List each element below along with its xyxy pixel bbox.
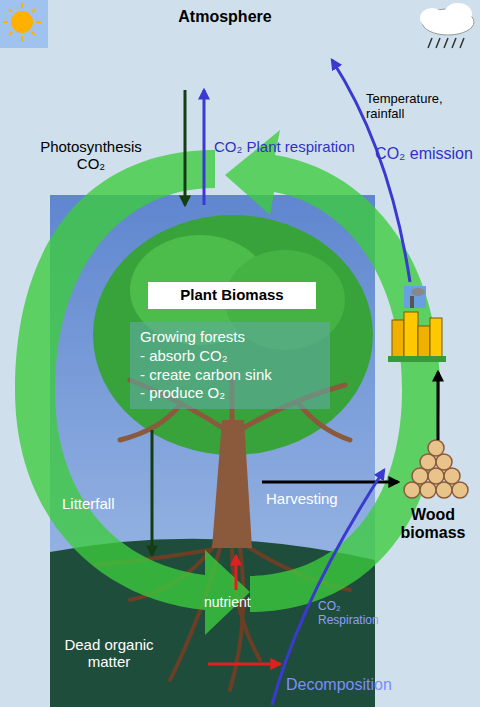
sky-panel — [50, 195, 375, 707]
process-label: Photosynthesis CO₂ — [26, 138, 156, 173]
title-box: Plant Biomass — [148, 282, 316, 309]
process-label: Harvesting — [266, 490, 356, 507]
tree — [93, 215, 373, 548]
process-label: CO₂ Plant respiration — [214, 138, 364, 155]
pool-label: Dead organic matter — [54, 636, 164, 671]
city-icon — [388, 286, 446, 362]
node-line: - create carbon sink — [140, 366, 320, 385]
process-label: nutrient — [204, 594, 274, 610]
process-label: CO₂ Respiration — [318, 600, 390, 628]
rain-cloud — [420, 3, 474, 48]
process-label: CO₂ emission — [372, 145, 476, 163]
cycle-arrows — [15, 130, 440, 635]
node-heading: Growing forests — [140, 328, 320, 347]
node-line: - absorb CO₂ — [140, 347, 320, 366]
pool-label: Wood biomass — [388, 506, 478, 543]
process-label: Decomposition — [286, 676, 416, 694]
wood-logs — [404, 440, 468, 498]
node-heading: Plant Biomass — [154, 286, 310, 305]
process-label: Litterfall — [62, 495, 142, 512]
sun — [0, 0, 48, 48]
factor-label: Temperature, rainfall — [366, 92, 472, 122]
region-label: Atmosphere — [160, 8, 290, 26]
node-line: - produce O₂ — [140, 384, 320, 403]
info-box: Growing forests- absorb CO₂- create carb… — [130, 322, 330, 409]
